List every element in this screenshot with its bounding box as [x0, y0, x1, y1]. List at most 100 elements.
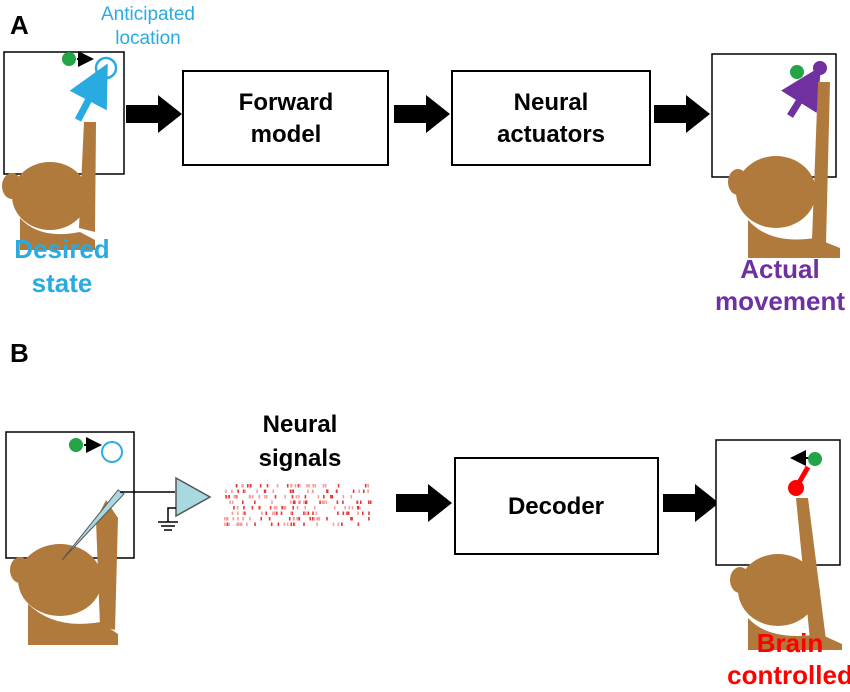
anticipated-location-label-line2: location [115, 28, 181, 49]
spike-tick [228, 495, 230, 499]
spike-tick [344, 506, 346, 510]
spike-tick [261, 511, 263, 515]
spike-tick [290, 484, 293, 488]
neural-actuators-label-line1: Neural [514, 89, 589, 116]
spike-tick [292, 517, 295, 521]
spike-tick [258, 495, 261, 499]
spike-tick [358, 489, 360, 493]
spike-tick [290, 522, 293, 526]
spike-tick [367, 500, 370, 504]
spike-tick [298, 484, 301, 488]
spike-tick [265, 495, 268, 499]
forward-model-box [182, 70, 389, 166]
spike-tick [350, 495, 353, 499]
spike-tick [316, 517, 318, 521]
spike-tick [242, 484, 244, 488]
spike-tick [271, 500, 273, 504]
spike-tick [291, 495, 294, 499]
spike-tick [342, 495, 345, 499]
spike-tick [249, 517, 251, 521]
spike-tick [305, 511, 307, 515]
spike-tick [225, 489, 227, 493]
panel-b-recording-scene [5, 431, 135, 645]
spike-tick [254, 522, 256, 526]
spike-tick [312, 517, 314, 521]
spike-tick [317, 495, 320, 499]
decoder-label: Decoder [508, 493, 604, 520]
spike-tick [296, 517, 298, 521]
anticipated-target-circle [94, 56, 118, 80]
spike-tick [367, 489, 369, 493]
flow-arrow-1 [126, 95, 182, 133]
desired-state-label-line2: state [32, 268, 93, 298]
flow-arrow-4 [396, 484, 452, 522]
panel-a-desired-scene [2, 51, 125, 250]
spike-tick [254, 500, 256, 504]
spike-tick [283, 522, 286, 526]
spike-tick [264, 495, 266, 499]
spike-tick [280, 511, 283, 515]
spike-tick [322, 484, 325, 488]
anticipated-location-label-line1: Anticipated [101, 4, 195, 25]
forward-model-label-line1: Forward [239, 89, 334, 116]
spike-tick [358, 506, 360, 510]
spike-tick [276, 484, 279, 488]
spike-tick [351, 517, 353, 521]
spike-tick [272, 511, 274, 515]
spike-tick [286, 522, 289, 526]
spike-tick [307, 489, 309, 493]
spike-tick [231, 500, 234, 504]
spike-tick [362, 511, 364, 515]
spike-tick [277, 522, 280, 526]
spike-tick [308, 484, 310, 488]
spike-tick [332, 522, 335, 526]
spike-tick [369, 500, 372, 504]
spike-tick [307, 511, 310, 515]
spike-tick [312, 489, 314, 493]
spike-tick [324, 484, 327, 488]
spike-tick [321, 500, 324, 504]
spike-tick [269, 506, 272, 510]
spike-tick [258, 506, 261, 510]
spike-tick [297, 484, 300, 488]
spike-tick [298, 495, 300, 499]
spike-tick [248, 495, 251, 499]
spike-tick [292, 506, 294, 510]
spike-tick [232, 517, 235, 521]
spike-tick [299, 500, 301, 504]
spike-tick [309, 517, 312, 521]
spike-tick [360, 500, 362, 504]
flow-arrow-2 [394, 95, 450, 133]
spike-tick [304, 495, 307, 499]
spike-tick [323, 495, 325, 499]
start-target-dot [69, 438, 83, 452]
spike-tick [252, 495, 254, 499]
spike-tick [273, 506, 276, 510]
monkey-icon [730, 498, 842, 650]
panel-b-label: B [10, 338, 29, 368]
spike-tick [356, 500, 358, 504]
spike-tick [316, 522, 318, 526]
spike-tick [319, 500, 321, 504]
spike-tick [315, 511, 318, 515]
ground-icon [158, 521, 178, 531]
spike-tick [284, 506, 287, 510]
spike-tick [298, 517, 301, 521]
spike-tick [322, 500, 325, 504]
spike-raster [224, 484, 372, 526]
target-dot [808, 452, 822, 466]
spike-tick [312, 484, 314, 488]
spike-tick [233, 495, 236, 499]
spike-tick [268, 517, 271, 521]
spike-tick [313, 517, 315, 521]
spike-tick [224, 522, 226, 526]
spike-tick [352, 489, 355, 493]
spike-tick [286, 484, 289, 488]
spike-tick [367, 484, 369, 488]
cursor-dot [813, 61, 827, 75]
spike-tick [233, 506, 235, 510]
spike-tick [247, 484, 249, 488]
actual-movement-label-line2: movement [715, 286, 845, 316]
spike-tick [270, 522, 273, 526]
spike-tick [294, 484, 297, 488]
